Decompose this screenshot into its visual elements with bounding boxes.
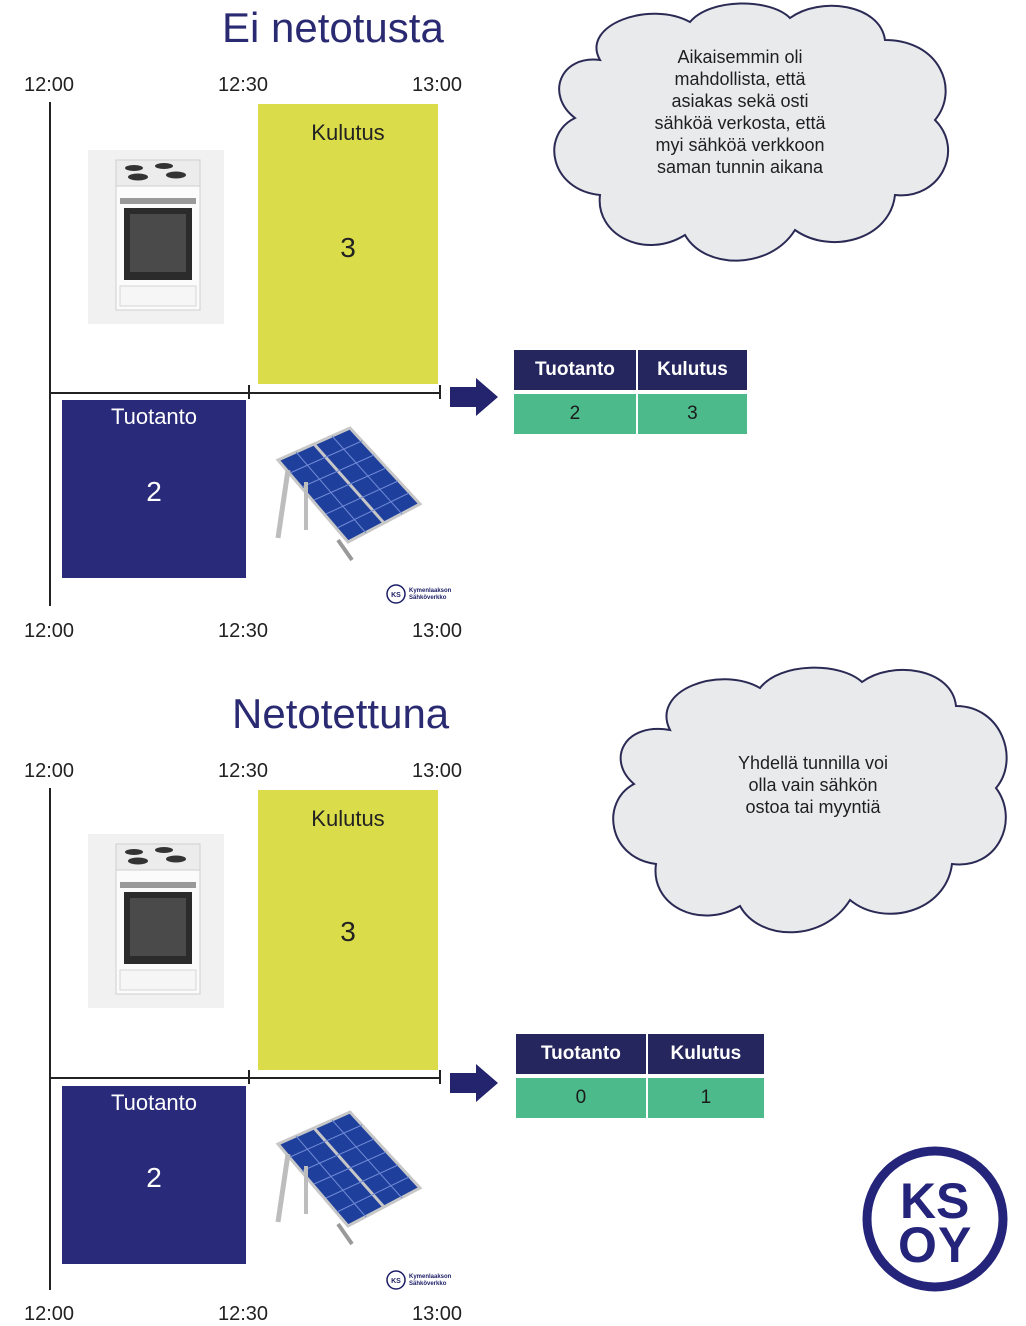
horizontal-axis xyxy=(49,1077,441,1079)
consumption-label: Kulutus xyxy=(311,120,385,145)
section-title-bottom: Netotettuna xyxy=(232,690,450,737)
time-label: 12:00 xyxy=(24,1303,75,1325)
thought-cloud xyxy=(612,666,1008,934)
right-arrow-icon xyxy=(450,378,498,416)
solar-panel-icon xyxy=(275,426,423,562)
consumption-value: 3 xyxy=(340,916,356,947)
time-label: 13:00 xyxy=(412,760,463,782)
svg-text:Y: Y xyxy=(938,1217,971,1273)
consumption-value: 3 xyxy=(340,232,356,263)
table-header: Kulutus xyxy=(645,1034,764,1074)
logo-text-1: Kymenlaakson xyxy=(409,588,452,594)
logo-text-2: Sähköverkko xyxy=(409,1281,447,1287)
table-header: Kulutus xyxy=(635,350,747,390)
time-label: 12:30 xyxy=(218,1303,269,1325)
consumption-bar: Kulutus 3 xyxy=(258,790,438,1070)
svg-text:KS: KS xyxy=(391,1278,401,1285)
svg-text:K: K xyxy=(900,1173,936,1229)
consumption-bar: Kulutus 3 xyxy=(258,104,438,384)
production-value: 2 xyxy=(146,476,162,507)
solar-panel-icon xyxy=(275,1110,423,1246)
time-label: 12:30 xyxy=(218,74,269,96)
logo-text-1: Kymenlaakson xyxy=(409,1274,452,1280)
production-bar: Tuotanto 2 xyxy=(62,400,246,578)
axis-tick xyxy=(439,1070,441,1084)
production-value: 2 xyxy=(146,1162,162,1193)
axis-tick xyxy=(248,1070,250,1084)
production-label: Tuotanto xyxy=(110,404,198,429)
ksoy-logo-icon: KS xyxy=(386,1270,406,1290)
svg-text:S: S xyxy=(936,1173,969,1229)
ksoy-logo-large: K S O Y xyxy=(862,1146,1008,1292)
horizontal-axis xyxy=(49,392,441,394)
electric-stove-icon xyxy=(115,159,201,311)
thought-cloud xyxy=(553,2,949,262)
time-label: 12:00 xyxy=(24,760,75,782)
vertical-axis xyxy=(49,788,51,1290)
section-title-top: Ei netotusta xyxy=(222,4,444,51)
time-label: 13:00 xyxy=(412,1303,463,1325)
small-logo: KS Kymenlaakson Sähköverkko xyxy=(386,584,476,604)
logo-text-2: Sähköverkko xyxy=(409,595,447,601)
table-cell: 1 xyxy=(645,1074,764,1118)
small-logo: KS Kymenlaakson Sähköverkko xyxy=(386,1270,476,1290)
time-label: 12:00 xyxy=(24,74,75,96)
result-table-top: Tuotanto Kulutus 2 3 xyxy=(514,350,747,434)
cloud-text-bottom: Yhdellä tunnilla voi olla vain sähkön os… xyxy=(737,753,889,817)
time-label: 12:30 xyxy=(218,620,269,642)
time-label: 13:00 xyxy=(412,74,463,96)
production-label: Tuotanto xyxy=(110,1090,198,1115)
stove-image xyxy=(88,834,224,1008)
result-table-bottom: Tuotanto Kulutus 0 1 xyxy=(516,1034,764,1118)
time-label: 12:00 xyxy=(24,620,75,642)
consumption-label: Kulutus xyxy=(311,806,385,831)
ksoy-logo-icon: KS xyxy=(386,584,406,604)
table-cell: 0 xyxy=(516,1074,646,1118)
time-label: 12:30 xyxy=(218,760,269,782)
electric-stove-icon xyxy=(115,843,201,995)
svg-text:O: O xyxy=(898,1217,937,1273)
vertical-axis xyxy=(49,102,51,606)
right-arrow-icon xyxy=(450,1064,498,1102)
table-header: Tuotanto xyxy=(514,350,636,390)
svg-text:KS: KS xyxy=(391,592,401,599)
table-header: Tuotanto xyxy=(516,1034,646,1074)
table-cell: 3 xyxy=(635,390,747,434)
time-label: 13:00 xyxy=(412,620,463,642)
stove-image xyxy=(88,150,224,324)
axis-tick xyxy=(248,385,250,399)
axis-tick xyxy=(439,385,441,399)
cloud-text-top: Aikaisemmin oli mahdollista, että asiaka… xyxy=(654,47,826,177)
table-cell: 2 xyxy=(514,390,636,434)
production-bar: Tuotanto 2 xyxy=(62,1086,246,1264)
